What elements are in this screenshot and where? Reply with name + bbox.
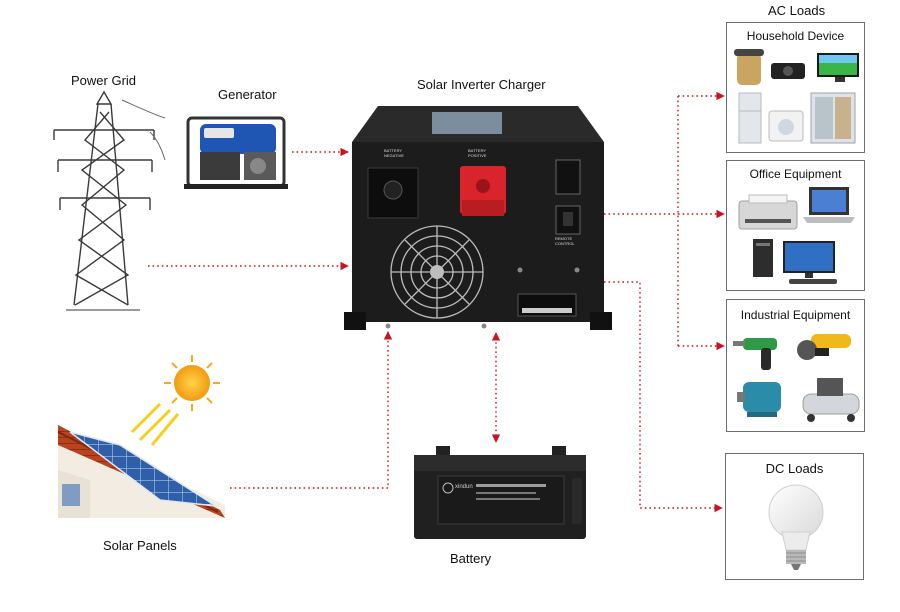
solar-panels-icon — [57, 425, 225, 518]
light-bulb-icon — [768, 484, 824, 570]
office-equipment-title: Office Equipment — [749, 167, 842, 181]
ac-loads-label: AC Loads — [768, 3, 826, 18]
battery-label: Battery — [450, 551, 492, 566]
generator-icon — [184, 116, 288, 189]
television-icon — [817, 53, 859, 82]
connector-lines — [148, 91, 725, 513]
battery-positive-text: BATTERY POSITIVE — [468, 148, 487, 158]
inverter-to-dc-loads-line — [604, 281, 723, 513]
dc-loads-box: DC Loads — [725, 453, 864, 580]
household-appliances — [734, 49, 859, 144]
desktop-tower-icon — [753, 239, 773, 277]
induction-cooktop-icon — [771, 63, 805, 79]
industrial-appliances — [733, 334, 860, 422]
pressure-cooker-icon — [734, 49, 764, 85]
power-grid-label: Power Grid — [71, 73, 137, 88]
household-device-box: Household Device — [726, 22, 865, 153]
refrigerator-icon — [738, 92, 762, 144]
industrial-equipment-box: Industrial Equipment — [726, 299, 865, 432]
washing-machine-icon — [768, 110, 804, 142]
battery-negative-text: BATTERY NEGATIVE — [384, 148, 404, 158]
printer-icon — [738, 194, 798, 230]
industrial-equipment-title: Industrial Equipment — [740, 308, 851, 322]
remote-control-text: REMOTE CONTROL — [555, 236, 575, 246]
sun-icon — [130, 355, 220, 446]
laptop-icon — [803, 187, 855, 223]
angle-grinder-icon — [797, 334, 851, 360]
battery-icon — [414, 446, 586, 539]
household-device-title: Household Device — [746, 29, 845, 43]
power-grid-tower-icon — [53, 90, 166, 311]
office-appliances — [738, 187, 855, 284]
air-compressor-icon — [802, 378, 860, 422]
generator-label: Generator — [218, 87, 277, 102]
solar-panels-label: Solar Panels — [103, 538, 177, 553]
office-equipment-box: Office Equipment — [726, 160, 865, 291]
open-fridge-icon — [810, 92, 856, 144]
dc-loads-title: DC Loads — [765, 461, 824, 476]
inverter-label: Solar Inverter Charger — [417, 77, 546, 92]
electric-motor-icon — [737, 382, 781, 417]
solar-to-inverter-line — [230, 331, 393, 489]
battery-brand-text: xindun — [455, 484, 473, 490]
inverter-device-icon — [344, 106, 612, 330]
drill-icon — [733, 338, 777, 370]
monitor-icon — [783, 241, 837, 284]
